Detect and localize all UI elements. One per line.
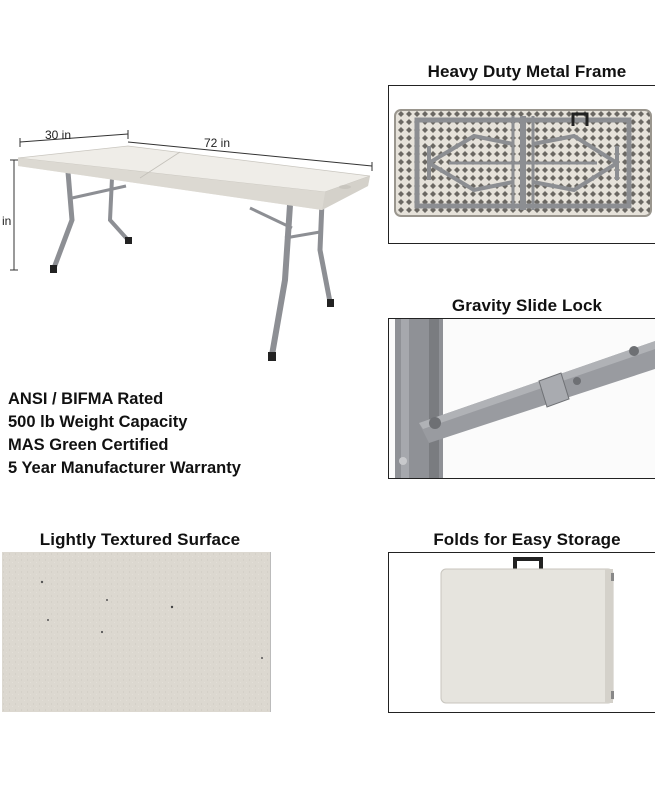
feature-item: 500 lb Weight Capacity [8, 413, 188, 431]
surface-panel-title: Lightly Textured Surface [39, 530, 241, 549]
table-illustration [0, 120, 380, 370]
storage-panel [388, 552, 655, 713]
feature-item: 5 Year Manufacturer Warranty [8, 459, 241, 477]
feature-item: ANSI / BIFMA Rated [8, 390, 164, 408]
feature-list: ANSI / BIFMA Rated 500 lb Weight Capacit… [8, 388, 241, 480]
frame-panel-title: Heavy Duty Metal Frame [427, 62, 627, 81]
feature-item: MAS Green Certified [8, 436, 169, 454]
slide-lock-image [389, 319, 655, 478]
metal-frame-image [394, 109, 652, 217]
height-dimension-label: in [2, 214, 12, 228]
textured-surface-image [2, 552, 270, 712]
frame-panel [388, 85, 655, 244]
folded-table-image [440, 557, 614, 704]
lock-panel-title: Gravity Slide Lock [451, 296, 603, 315]
lock-panel [388, 318, 655, 479]
length-dimension-label: 72 in [204, 136, 231, 150]
folding-table-image [10, 130, 373, 361]
storage-panel-title: Folds for Easy Storage [433, 530, 621, 549]
depth-dimension-label: 30 in [45, 128, 72, 142]
surface-panel [2, 552, 271, 712]
